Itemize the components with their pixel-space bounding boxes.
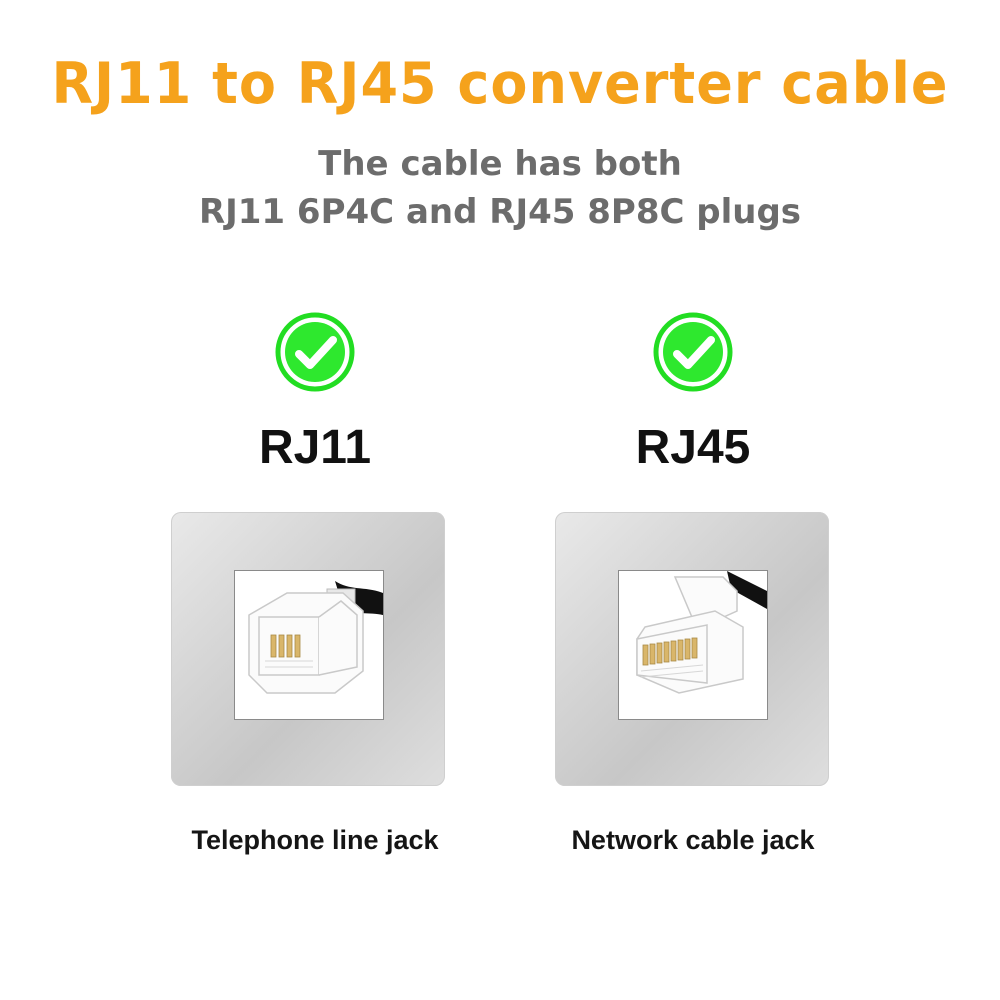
rj11-plug-image xyxy=(248,581,383,694)
page-title: RJ11 to RJ45 converter cable xyxy=(51,50,949,117)
connector-label-rj45: RJ45 xyxy=(635,421,751,474)
subtitle-line-1: The cable has both xyxy=(318,144,682,184)
connector-caption-rj45: Network cable jack xyxy=(571,825,815,855)
check-icon xyxy=(653,312,733,392)
page-subtitle: The cable has both RJ11 6P4C and RJ45 8P… xyxy=(0,140,1000,236)
wall-plate-rj45 xyxy=(555,512,829,786)
rj11-column: RJ11 xyxy=(105,300,525,900)
connector-label-rj11: RJ11 xyxy=(258,421,372,474)
check-icon xyxy=(275,312,355,392)
jack-socket-rj45 xyxy=(618,570,768,720)
connector-caption-rj11: Telephone line jack xyxy=(191,825,439,855)
rj45-column: RJ45 xyxy=(483,300,903,900)
subtitle-line-2: RJ11 6P4C and RJ45 8P8C plugs xyxy=(198,192,802,232)
wall-plate-rj11 xyxy=(171,512,445,786)
rj45-plug-image xyxy=(636,571,767,694)
jack-socket-rj11 xyxy=(234,570,384,720)
